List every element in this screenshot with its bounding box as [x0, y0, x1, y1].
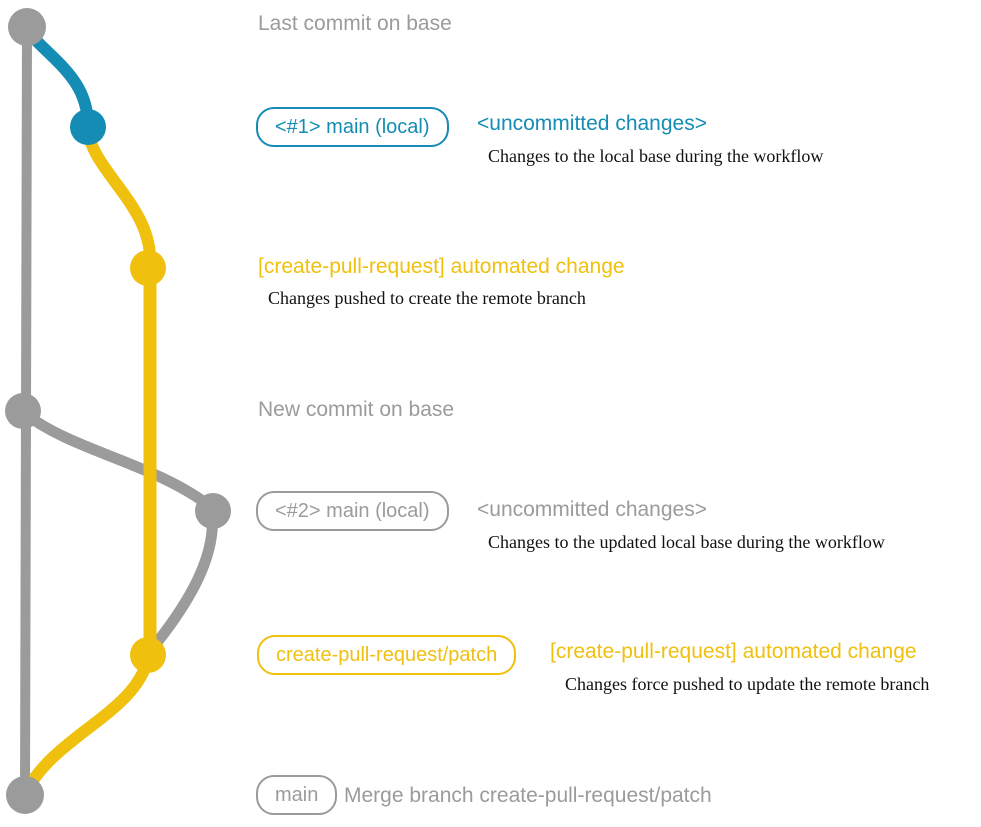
branch-badge-create-pull-request-patch: create-pull-request/patch: [257, 635, 517, 675]
uncommitted-changes-desc-1: Changes to the local base during the wor…: [488, 146, 824, 166]
automated-change-desc-1: Changes pushed to create the remote bran…: [268, 288, 586, 308]
merge-branch-text: Merge branch create-pull-request/patch: [344, 784, 712, 807]
commit-node-main-local-1: [70, 109, 106, 145]
commit-node-automated-change-1: [130, 250, 166, 286]
commit-node-automated-change-2: [130, 637, 166, 673]
automated-change-title-1: [create-pull-request] automated change: [258, 255, 625, 278]
updated-local-branch-out-curve: [17, 406, 213, 510]
last-commit-on-base-heading: Last commit on base: [258, 12, 452, 35]
updated-local-branch-in-curve: [145, 508, 218, 656]
automated-change-title-2: [create-pull-request] automated change: [550, 640, 917, 663]
created-branch-upper-curve: [82, 122, 157, 268]
branch-badge-main-local-2: <#2> main (local): [256, 491, 449, 531]
commit-node-main-local-2: [195, 493, 231, 529]
commit-node-new-on-base: [5, 393, 41, 429]
automated-change-desc-2: Changes force pushed to update the remot…: [565, 674, 930, 694]
new-commit-on-base-heading: New commit on base: [258, 398, 455, 421]
commit-node-merge: [6, 776, 44, 814]
uncommitted-changes-title-2: <uncommitted changes>: [477, 498, 707, 521]
uncommitted-changes-title-1: <uncommitted changes>: [477, 112, 707, 135]
branch-badge-main: main: [256, 775, 338, 815]
commit-node-last-on-base: [8, 8, 46, 46]
branch-badge-main-local-1: <#1> main (local): [256, 107, 449, 147]
merge-curve: [20, 651, 154, 798]
uncommitted-changes-desc-2: Changes to the updated local base during…: [488, 532, 885, 552]
